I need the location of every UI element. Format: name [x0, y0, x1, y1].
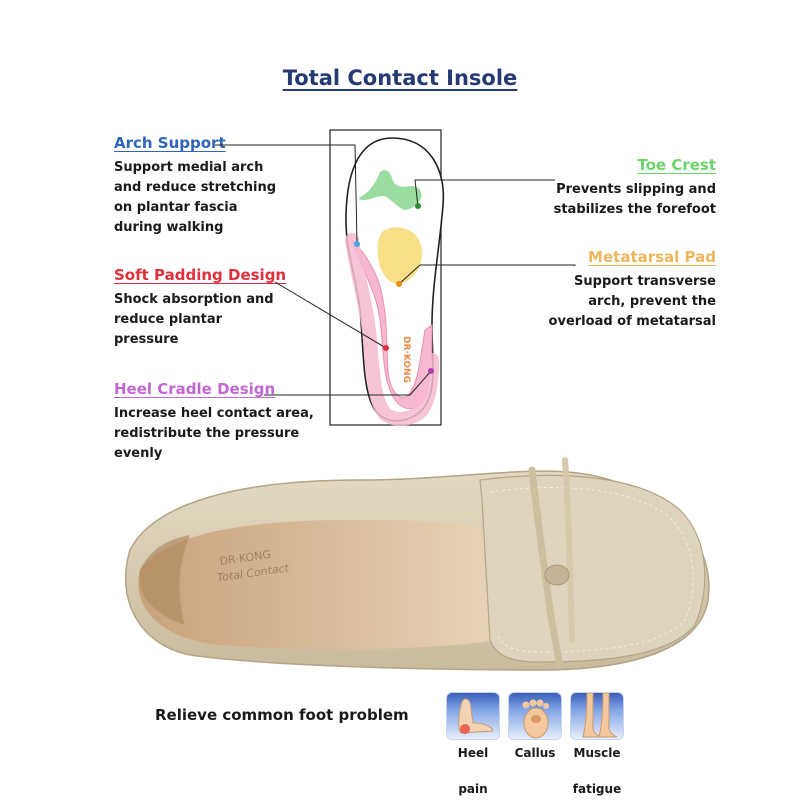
feature-title: Arch Support — [114, 134, 226, 152]
insole-brand-text: DR·KONG — [401, 336, 411, 383]
shoe-heel-lining — [139, 535, 190, 625]
feature-description: Increase heel contact area, redistribute… — [114, 406, 314, 461]
muscle-fatigue-icon — [570, 692, 624, 740]
meta-marker — [396, 281, 402, 287]
feature-heel-cradle: Heel Cradle Design Increase heel contact… — [114, 380, 324, 464]
feature-description: Shock absorption and reduce plantar pres… — [114, 292, 274, 347]
feature-description: Prevents slipping and stabilizes the for… — [553, 182, 716, 217]
page-title: Total Contact Insole — [282, 66, 518, 90]
soft-marker — [383, 345, 389, 351]
strap-cord — [528, 466, 564, 669]
feature-title: Soft Padding Design — [114, 266, 287, 284]
shoe-vamp — [479, 474, 706, 663]
soft-padding-shape — [351, 239, 433, 410]
feature-title: Toe Crest — [637, 156, 716, 174]
strap-cord-2 — [562, 457, 575, 643]
feature-description: Support transverse arch, prevent the ove… — [548, 274, 716, 329]
feature-title: Metatarsal Pad — [588, 248, 716, 266]
callus-icon — [508, 692, 562, 740]
vamp-stitching — [489, 487, 694, 653]
toe-crest-shape — [359, 170, 422, 210]
feature-toe-crest: Toe Crest Prevents slipping and stabiliz… — [554, 156, 716, 220]
problem-callus: Callus — [508, 692, 562, 797]
arch-marker — [354, 241, 360, 247]
problem-label: Callus — [514, 746, 556, 760]
heel-pain-icon — [446, 692, 500, 740]
feature-description: Support medial arch and reduce stretchin… — [114, 160, 277, 235]
feature-metatarsal-pad: Metatarsal Pad Support transverse arch, … — [549, 248, 716, 332]
feature-title: Heel Cradle Design — [114, 380, 276, 398]
insole-frame — [329, 129, 442, 426]
heel-cradle-shape — [345, 233, 439, 426]
relieve-label: Relieve common foot problem — [155, 706, 409, 724]
heel-marker — [428, 368, 434, 374]
toe-marker — [415, 203, 421, 209]
toe-leader-line — [414, 179, 555, 207]
shoe-image: DR·KONG Total Contact — [125, 457, 710, 671]
feature-soft-padding: Soft Padding Design Shock absorption and… — [114, 266, 314, 350]
strap-knot — [544, 564, 570, 586]
shoe-insole — [138, 520, 495, 650]
feature-arch-support: Arch Support Support medial arch and red… — [114, 134, 314, 238]
metatarsal-pad-shape — [377, 227, 423, 284]
insole-outline — [345, 137, 445, 422]
